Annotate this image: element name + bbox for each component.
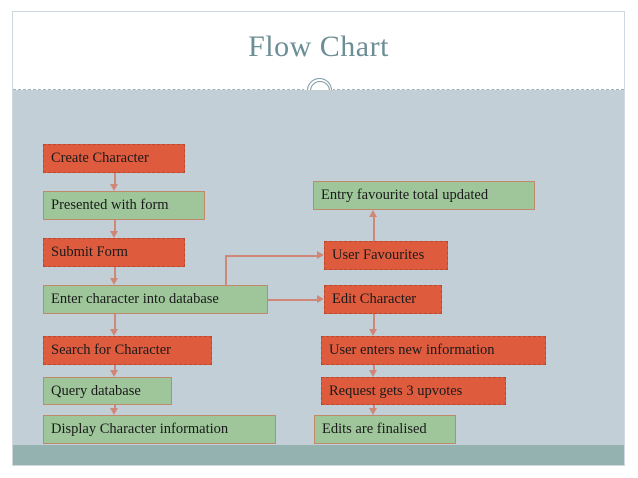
flow-node-display-character-information[interactable]: Display Character information	[43, 415, 276, 444]
connector-query-to-display	[114, 405, 116, 409]
arrow-enter-to-edit-character	[317, 295, 324, 303]
connector-create-to-presented	[114, 173, 116, 185]
flow-node-edits-are-finalised[interactable]: Edits are finalised	[314, 415, 456, 444]
connector-submit-to-enter	[114, 267, 116, 279]
connector-favourites-to-entry-total	[373, 217, 375, 241]
flow-node-query-database[interactable]: Query database	[43, 377, 172, 405]
arrow-user-enters-to-request	[369, 370, 377, 377]
slide-canvas: Flow Chart Create Character Presented wi…	[12, 11, 625, 466]
arrow-enter-to-search	[110, 329, 118, 336]
connector-enter-to-search	[114, 314, 116, 330]
connector-search-to-query	[114, 365, 116, 371]
arrow-search-to-query	[110, 370, 118, 377]
flow-node-create-character[interactable]: Create Character	[43, 144, 185, 173]
flow-node-enter-character-into-database[interactable]: Enter character into database	[43, 285, 268, 314]
arrow-enter-to-user-favourites	[317, 251, 324, 259]
flow-node-user-enters-new-information[interactable]: User enters new information	[321, 336, 546, 365]
flow-node-request-gets-3-upvotes[interactable]: Request gets 3 upvotes	[321, 377, 506, 405]
flow-node-presented-with-form[interactable]: Presented with form	[43, 191, 205, 220]
flow-node-search-for-character[interactable]: Search for Character	[43, 336, 212, 365]
arrow-favourites-to-entry-total	[369, 210, 377, 217]
flow-node-user-favourites[interactable]: User Favourites	[324, 241, 448, 270]
arrow-create-to-presented	[110, 184, 118, 191]
diagram-area: Create Character Presented with form Sub…	[13, 90, 624, 445]
connector-presented-to-submit	[114, 220, 116, 232]
flow-node-edit-character[interactable]: Edit Character	[324, 285, 442, 314]
connector-user-enters-to-request	[373, 365, 375, 371]
connector-edit-to-user-enters	[373, 314, 375, 330]
arrow-query-to-display	[110, 408, 118, 415]
slide-footer-bar	[13, 445, 624, 465]
connector-request-to-edits-finalised	[373, 405, 375, 409]
arrow-edit-to-user-enters	[369, 329, 377, 336]
page-title: Flow Chart	[248, 30, 389, 63]
arrow-presented-to-submit	[110, 231, 118, 238]
flow-node-submit-form[interactable]: Submit Form	[43, 238, 185, 267]
connector-enter-to-edit-character	[268, 299, 317, 301]
connector-enter-to-favourites-horizontal	[225, 255, 317, 257]
connector-enter-to-favourites-vertical	[225, 256, 227, 286]
flow-node-entry-favourite-total-updated[interactable]: Entry favourite total updated	[313, 181, 535, 210]
arrow-submit-to-enter	[110, 278, 118, 285]
arrow-request-to-edits-finalised	[369, 408, 377, 415]
